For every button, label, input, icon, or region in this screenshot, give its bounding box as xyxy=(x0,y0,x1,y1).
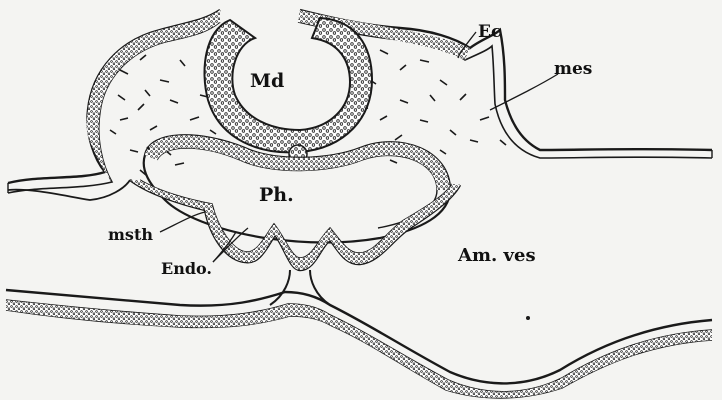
label-mesoderm: mes xyxy=(554,61,592,78)
label-amniotic-vesicle: Am. ves xyxy=(458,247,536,265)
label-endoderm: Endo. xyxy=(161,261,212,277)
label-medullary-tube: Md xyxy=(250,72,284,91)
mesoderm-cells xyxy=(110,50,506,175)
neural-tube xyxy=(204,18,372,152)
label-msth: msth xyxy=(108,227,153,243)
label-ectoderm: Ec xyxy=(478,24,501,41)
label-pharynx: Ph. xyxy=(259,186,294,205)
